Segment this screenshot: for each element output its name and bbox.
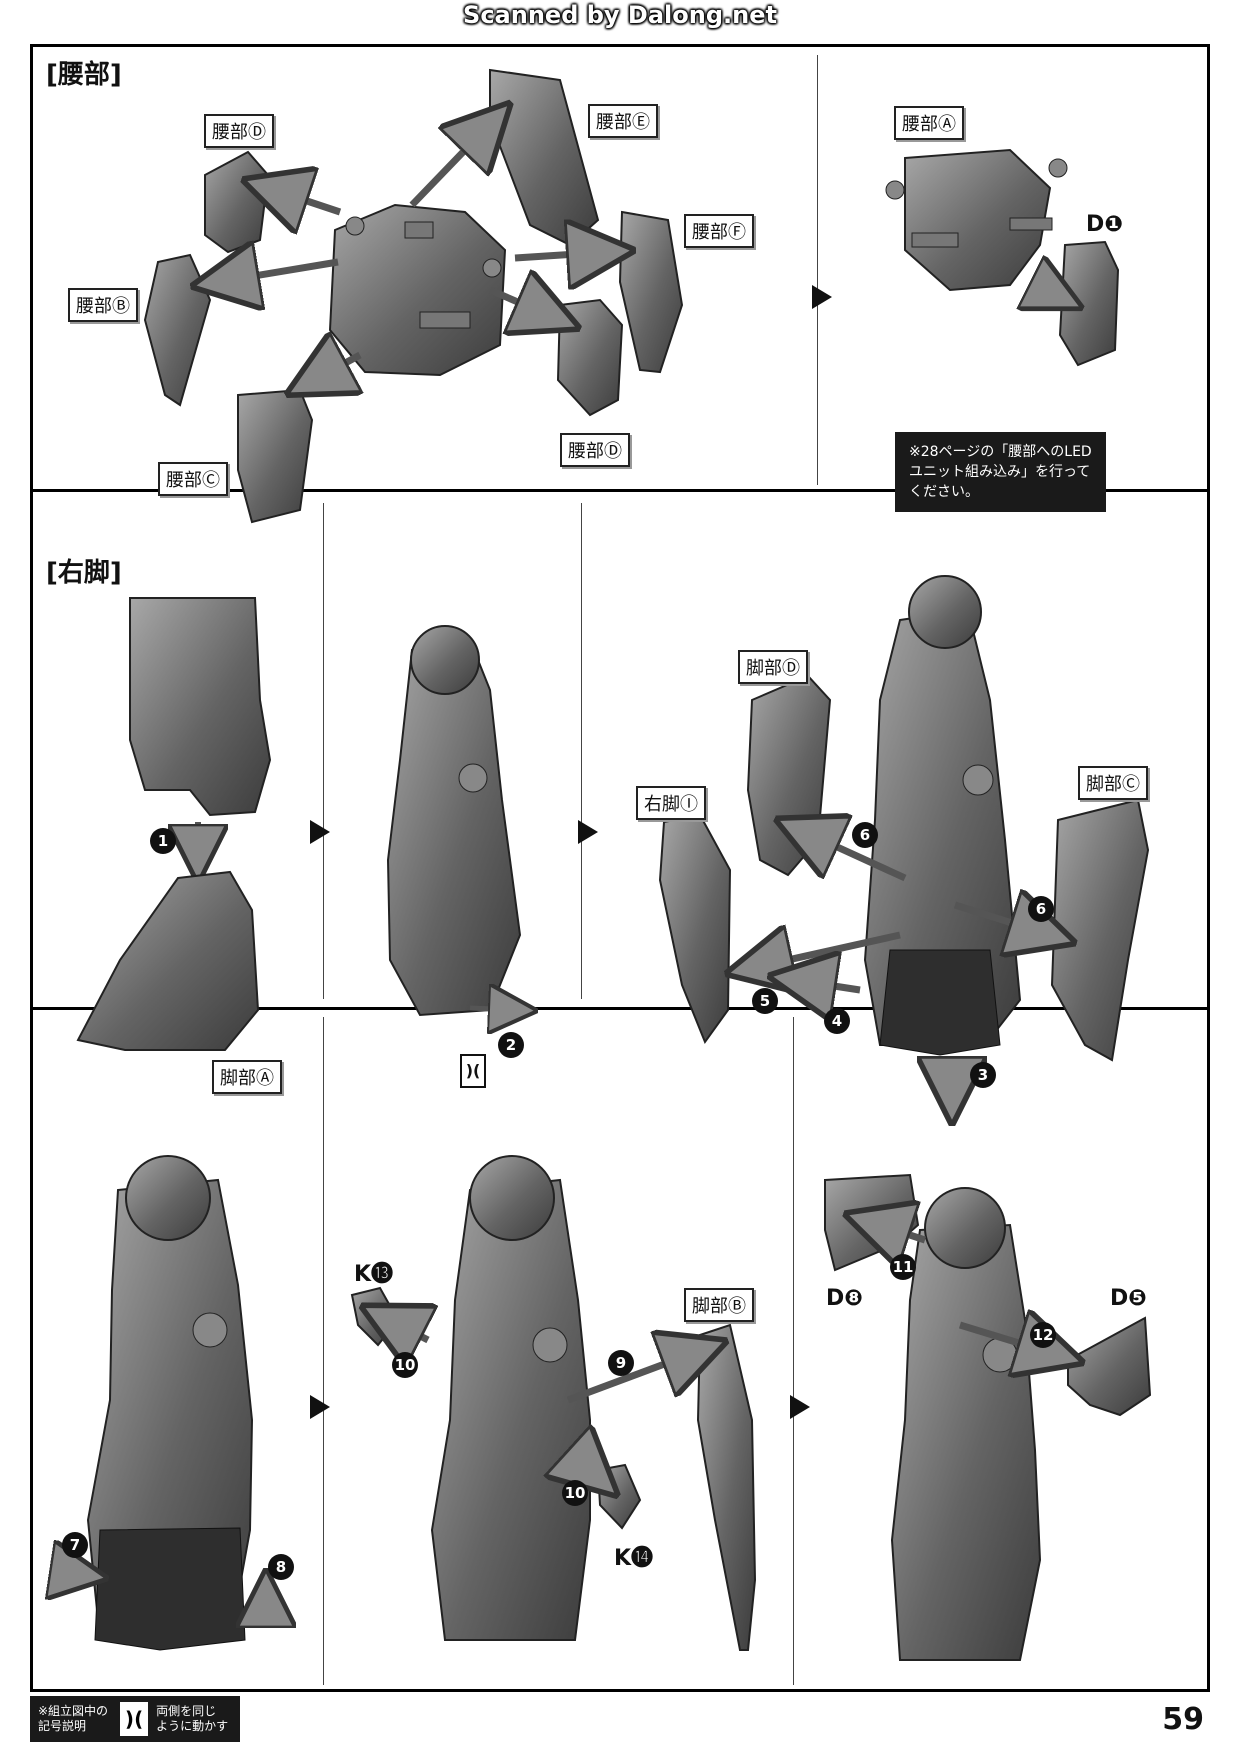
label-right-leg-i: 右脚Ⓘ	[636, 786, 706, 820]
waist-part-d-bottom	[556, 298, 624, 417]
leg-step7-arrow	[52, 1570, 85, 1575]
part-k14	[596, 1463, 642, 1530]
next-step-arrow	[790, 1395, 810, 1419]
leg-row2-right-arrows	[870, 1222, 1058, 1355]
right-leg-part-i	[658, 813, 732, 1045]
waist-part-e	[489, 68, 600, 247]
next-step-arrow	[310, 1395, 330, 1419]
legend-description: 両側を同じ ように動かす	[156, 1704, 229, 1733]
waist-part-f	[618, 210, 684, 374]
leg-part-c	[1050, 798, 1150, 1062]
step-divider	[323, 1017, 324, 1685]
label-k13: K⓭	[354, 1262, 394, 1287]
leg-part-a	[76, 870, 260, 1051]
page-number: 59	[1162, 1702, 1204, 1737]
step-badge-4: 4	[824, 1008, 850, 1034]
step-divider	[817, 55, 818, 485]
step-badge-12: 12	[1030, 1322, 1056, 1348]
next-step-arrow	[812, 285, 832, 309]
led-note: ※28ページの「腰部へのLED ユニット組み込み」を行って ください。	[895, 432, 1106, 512]
label-waist-d: 腰部Ⓓ	[204, 114, 274, 148]
label-waist-b: 腰部Ⓑ	[68, 288, 138, 322]
step-divider	[793, 1017, 794, 1685]
symmetric-move-icon: )(	[120, 1702, 149, 1736]
step-badge-6a: 6	[852, 822, 878, 848]
step-badge-3: 3	[970, 1062, 996, 1088]
label-k14: K⓮	[614, 1546, 654, 1571]
label-leg-a: 脚部Ⓐ	[212, 1060, 282, 1094]
label-waist-f: 腰部Ⓕ	[684, 214, 754, 248]
label-leg-b: 脚部Ⓑ	[684, 1288, 754, 1322]
leg-assembled-stage-2	[863, 575, 1022, 1056]
leg-assembled-stage-5	[890, 1187, 1042, 1661]
label-leg-c: 脚部Ⓒ	[1078, 766, 1148, 800]
section-title-right-leg: [右脚]	[46, 558, 122, 588]
leg-step2-arrow	[469, 1008, 518, 1010]
label-d1: D❶	[1086, 212, 1123, 237]
waist-part-b	[143, 253, 212, 407]
step-badge-10a: 10	[392, 1352, 418, 1378]
label-waist-d-2: 腰部Ⓓ	[560, 433, 630, 467]
waist-assembly-arrows	[218, 122, 608, 382]
label-waist-a: 腰部Ⓐ	[894, 106, 964, 140]
next-step-arrow	[310, 820, 330, 844]
label-waist-e: 腰部Ⓔ	[588, 104, 658, 138]
leg-row2-mid-arrows	[385, 1318, 702, 1478]
leg-row1-arrows	[752, 830, 1050, 1098]
step-divider	[581, 503, 582, 999]
step-badge-5: 5	[752, 988, 778, 1014]
scan-watermark: Scanned by Dalong.net	[0, 0, 1240, 30]
step-divider	[323, 503, 324, 999]
thigh-part	[129, 597, 272, 817]
step-badge-11: 11	[890, 1254, 916, 1280]
step-badge-10b: 10	[562, 1480, 588, 1506]
waist-part-c	[237, 388, 314, 524]
part-d5	[1067, 1316, 1152, 1417]
leg-assembled-stage-4	[430, 1155, 591, 1641]
label-leg-d: 脚部Ⓓ	[738, 650, 808, 684]
step-badge-8: 8	[268, 1554, 294, 1580]
waist-a-assembled	[885, 148, 1068, 292]
label-waist-c: 腰部Ⓒ	[158, 462, 228, 496]
part-d1	[1058, 240, 1120, 367]
step-badge-2: 2	[498, 1032, 524, 1058]
leg-part-b	[696, 1323, 757, 1651]
step-badge-6b: 6	[1028, 896, 1054, 922]
label-d5: D❺	[1110, 1286, 1147, 1311]
section-title-waist: [腰部]	[46, 60, 122, 90]
leg-assembled-stage-3	[86, 1155, 254, 1651]
next-step-arrow	[578, 820, 598, 844]
waist-d1-arrow	[1030, 282, 1062, 298]
step-badge-1: 1	[150, 828, 176, 854]
section-divider-leg	[33, 1007, 1207, 1010]
label-d8: D❽	[826, 1286, 863, 1311]
waist-part-d-top	[204, 150, 270, 254]
leg-part-d	[746, 674, 832, 877]
part-k13	[350, 1286, 400, 1347]
waist-core-part	[328, 203, 507, 377]
step-badge-9: 9	[608, 1350, 634, 1376]
legend-title: ※組立図中の 記号説明	[38, 1704, 109, 1733]
symbol-legend: ※組立図中の 記号説明 )( 両側を同じ ように動かす	[30, 1696, 240, 1742]
step-badge-7: 7	[62, 1532, 88, 1558]
symmetric-move-icon: )(	[460, 1054, 486, 1088]
section-divider-waist	[33, 489, 1207, 492]
leg-assembled-stage-1	[386, 625, 522, 1017]
